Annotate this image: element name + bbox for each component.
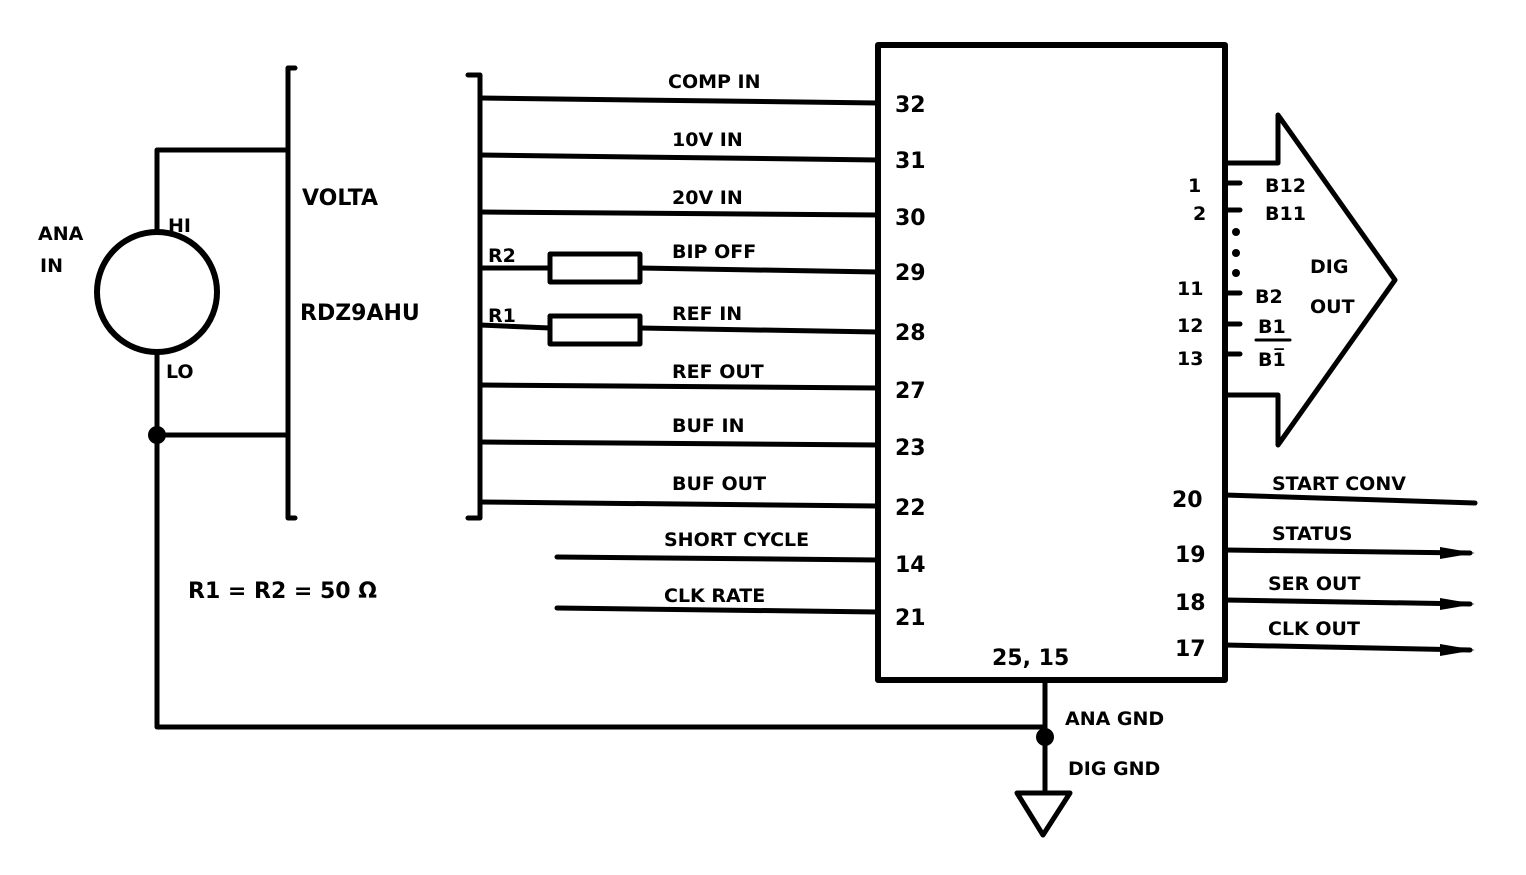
- svg-text:BUF IN: BUF IN: [672, 415, 744, 437]
- svg-text:20V IN: 20V IN: [672, 187, 743, 209]
- svg-text:REF IN: REF IN: [672, 303, 742, 325]
- svg-text:21: 21: [895, 606, 926, 631]
- svg-text:CLK RATE: CLK RATE: [664, 585, 765, 607]
- control-pin-labels: START CONV STATUS SER OUT CLK OUT: [1268, 473, 1406, 640]
- svg-text:10V IN: 10V IN: [672, 129, 743, 151]
- meter-label: VOLTA: [302, 186, 378, 211]
- hi-label: HI: [168, 215, 191, 237]
- left-pin-wires: [477, 95, 881, 615]
- ground-icon: [1014, 790, 1073, 838]
- data-pin-labels: B12 B11 B2 B1 B1̅: [1255, 175, 1306, 371]
- svg-text:22: 22: [895, 496, 926, 521]
- svg-text:B1̅: B1̅: [1258, 348, 1286, 371]
- svg-text:BIP OFF: BIP OFF: [672, 241, 756, 263]
- dig-out-label: DIG: [1310, 256, 1348, 278]
- svg-text:14: 14: [895, 553, 926, 578]
- svg-text:BUF OUT: BUF OUT: [672, 473, 766, 495]
- svg-text:23: 23: [895, 436, 926, 461]
- ana-in-label-2: IN: [40, 255, 63, 277]
- resistor-r2: [547, 251, 643, 285]
- svg-text:11: 11: [1177, 278, 1203, 300]
- svg-text:STATUS: STATUS: [1272, 523, 1352, 545]
- lo-wire: [154, 349, 1048, 730]
- ground-pins: 25, 15: [992, 646, 1069, 671]
- dig-gnd-label: DIG GND: [1068, 758, 1160, 780]
- svg-text:18: 18: [1175, 591, 1206, 616]
- svg-text:19: 19: [1175, 543, 1206, 568]
- svg-text:31: 31: [895, 149, 926, 174]
- ana-gnd-label: ANA GND: [1065, 708, 1164, 730]
- left-pin-labels: COMP IN 10V IN 20V IN BIP OFF REF IN REF…: [664, 71, 809, 607]
- left-pin-numbers: 32 31 30 29 28 27 23 22 14 21: [895, 93, 926, 631]
- hi-wire: [154, 147, 291, 235]
- input-bus: [465, 72, 483, 521]
- svg-text:20: 20: [1172, 488, 1203, 513]
- svg-text:29: 29: [895, 261, 926, 286]
- ana-in-label: ANA: [38, 223, 84, 245]
- svg-text:CLK OUT: CLK OUT: [1268, 618, 1360, 640]
- svg-text:2: 2: [1193, 203, 1206, 225]
- svg-text:28: 28: [895, 321, 926, 346]
- svg-text:SER OUT: SER OUT: [1268, 573, 1360, 595]
- svg-text:32: 32: [895, 93, 926, 118]
- svg-text:B2: B2: [1255, 286, 1283, 308]
- svg-text:B12: B12: [1265, 175, 1306, 197]
- r1-label: R1: [488, 305, 516, 327]
- junction-dot: [148, 426, 166, 444]
- svg-text:30: 30: [895, 206, 926, 231]
- r2-label: R2: [488, 245, 516, 267]
- meter-bracket: [285, 65, 298, 521]
- dig-out-label-2: OUT: [1310, 296, 1355, 318]
- meter-model: RDZ9AHU: [300, 301, 420, 326]
- analog-input-source: [94, 229, 220, 355]
- svg-text:13: 13: [1177, 348, 1203, 370]
- svg-text:12: 12: [1177, 315, 1203, 337]
- adc-chip: [875, 42, 1228, 683]
- svg-text:REF OUT: REF OUT: [672, 361, 764, 383]
- dig-out-arrow: [1222, 112, 1398, 448]
- control-pin-numbers: 20 19 18 17: [1172, 488, 1206, 662]
- svg-text:27: 27: [895, 379, 926, 404]
- svg-text:B1: B1: [1258, 316, 1286, 338]
- control-wires: [1222, 492, 1478, 656]
- svg-text:COMP IN: COMP IN: [668, 71, 761, 93]
- svg-text:START CONV: START CONV: [1272, 473, 1406, 495]
- resistor-note: R1 = R2 = 50 Ω: [188, 579, 377, 604]
- data-pin-numbers: 1 2 11 12 13: [1177, 175, 1206, 370]
- lo-label: LO: [166, 361, 194, 383]
- svg-text:17: 17: [1175, 637, 1206, 662]
- svg-text:1: 1: [1188, 175, 1201, 197]
- svg-text:B11: B11: [1265, 203, 1306, 225]
- svg-text:SHORT CYCLE: SHORT CYCLE: [664, 529, 809, 551]
- data-pin-ticks: [1222, 180, 1292, 357]
- resistor-r1: [547, 313, 643, 347]
